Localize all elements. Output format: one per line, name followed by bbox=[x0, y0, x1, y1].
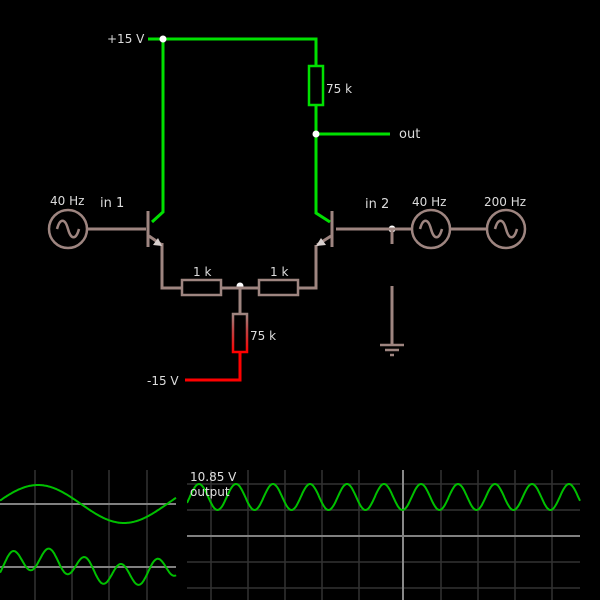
resistor-collector-label: 75 k bbox=[326, 82, 352, 96]
ac-source-right-1-label: 40 Hz bbox=[412, 195, 446, 209]
scope-output-name: output bbox=[190, 485, 230, 499]
transistor-q1[interactable] bbox=[146, 211, 163, 247]
scope-in2[interactable] bbox=[0, 530, 178, 600]
ac-source-right-1[interactable]: 40 Hz bbox=[410, 195, 452, 250]
scope-trace bbox=[0, 547, 177, 586]
resistor-tail[interactable] bbox=[231, 312, 249, 354]
scope-output-value: 10.85 V bbox=[190, 470, 237, 484]
ac-source-left-label: 40 Hz bbox=[50, 194, 84, 208]
emitter-arrow-icon bbox=[153, 238, 162, 246]
resistor-collector[interactable] bbox=[307, 64, 325, 107]
ac-source-left[interactable]: 40 Hz bbox=[47, 194, 89, 250]
emitter-arrow-icon bbox=[316, 238, 326, 246]
node-dot bbox=[312, 130, 320, 138]
transistor-q2[interactable] bbox=[316, 211, 334, 247]
resistor-emitter-left-label: 1 k bbox=[193, 265, 211, 279]
resistor-emitter-right[interactable] bbox=[257, 278, 300, 297]
scope-grid bbox=[34, 470, 148, 530]
positive-supply-wires bbox=[148, 37, 390, 224]
input-label-in1: in 1 bbox=[100, 196, 124, 211]
ac-source-icon bbox=[485, 208, 527, 250]
input-label-in2: in 2 bbox=[365, 197, 389, 212]
ac-source-icon bbox=[47, 208, 89, 250]
scope-output[interactable]: 10.85 V output bbox=[187, 470, 600, 600]
circuit-canvas[interactable]: 75 k +15 V out 1 k 1 k bbox=[0, 0, 600, 460]
scope-trace bbox=[187, 482, 581, 512]
scope-trace bbox=[0, 484, 177, 524]
negative-supply-wire bbox=[185, 352, 242, 382]
supply-negative-label: -15 V bbox=[147, 374, 179, 388]
resistor-emitter-left[interactable] bbox=[180, 278, 223, 297]
ac-source-right-2[interactable]: 200 Hz bbox=[484, 195, 527, 250]
node-dot bbox=[159, 35, 167, 43]
scope-grid bbox=[34, 530, 148, 600]
ac-source-right-2-label: 200 Hz bbox=[484, 195, 526, 209]
resistor-tail-label: 75 k bbox=[250, 329, 276, 343]
output-label: out bbox=[399, 127, 420, 142]
scope-in1[interactable] bbox=[0, 470, 178, 530]
supply-positive-label: +15 V bbox=[107, 32, 145, 46]
resistor-emitter-right-label: 1 k bbox=[270, 265, 288, 279]
ac-source-icon bbox=[410, 208, 452, 250]
neutral-wires bbox=[88, 227, 487, 345]
ground-icon[interactable] bbox=[380, 343, 404, 357]
scope-output-labels: 10.85 V output bbox=[190, 470, 236, 500]
